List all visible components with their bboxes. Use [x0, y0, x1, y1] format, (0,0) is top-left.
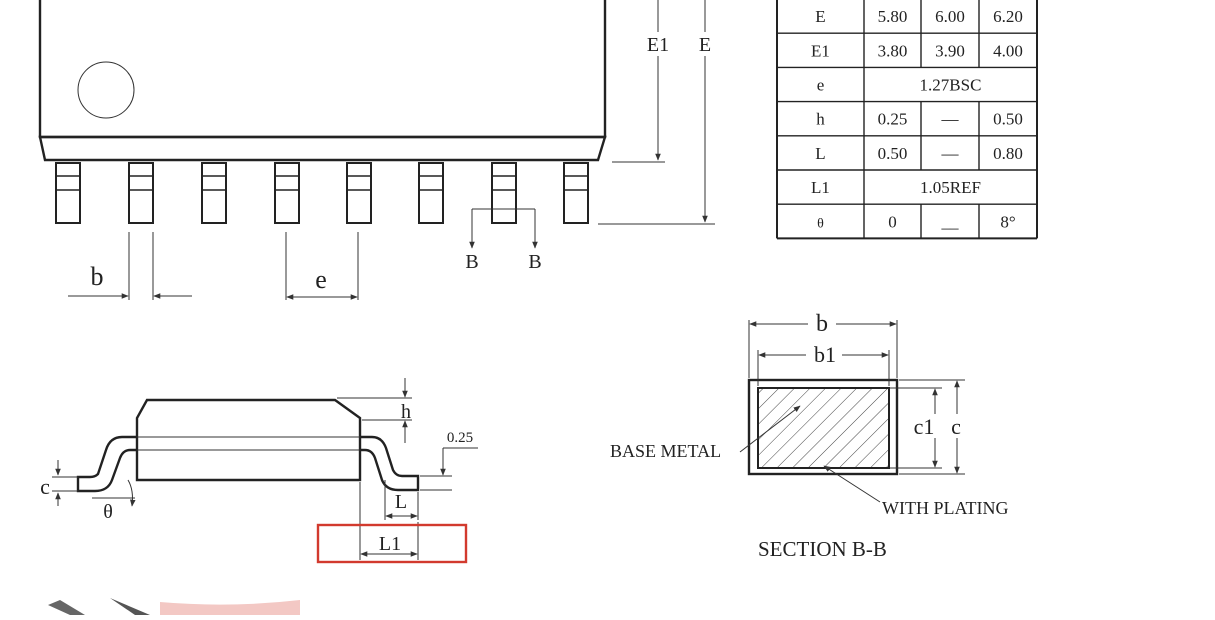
- cell-nom: 6.00: [935, 7, 965, 26]
- cell-symbol: h: [816, 110, 825, 129]
- label-theta: θ: [103, 501, 113, 523]
- label-pitch: e: [315, 265, 327, 294]
- table-row: E1 3.80 3.90 4.00: [777, 33, 1037, 69]
- cell-min: 5.80: [878, 7, 908, 26]
- label-section-c1: c1: [914, 414, 935, 439]
- pin1-marker: [77, 61, 135, 119]
- lead-6: [418, 162, 444, 224]
- cell-symbol: θ: [817, 216, 824, 231]
- label-l1: L1: [379, 533, 401, 555]
- label-section-b-left: B: [465, 251, 478, 273]
- cell-merged: 1.27BSC: [920, 76, 982, 95]
- cell-merged: 1.05REF: [920, 178, 981, 197]
- table-row: L 0.50 — 0.80: [777, 135, 1037, 171]
- lead-5: [346, 162, 372, 224]
- cell-max: 0.50: [993, 110, 1023, 129]
- lead-8: [563, 162, 589, 224]
- label-section-b: b: [816, 311, 828, 337]
- package-bevel: [38, 135, 607, 162]
- label-base-metal: BASE METAL: [610, 441, 721, 461]
- label-b: b: [91, 262, 104, 291]
- lead-7: [491, 162, 517, 224]
- cell-nom: —: [941, 144, 960, 163]
- cell-min: 0.50: [878, 144, 908, 163]
- label-e: E: [699, 34, 711, 56]
- cell-min: 0: [888, 212, 897, 231]
- right-lead: [360, 435, 420, 492]
- cell-symbol: E: [815, 7, 825, 26]
- section-title: SECTION B-B: [758, 537, 887, 561]
- section-view: b b1 c1 c BASE METAL WITH PLATING SECTIO…: [610, 310, 1008, 561]
- lead-2: [128, 162, 154, 224]
- cell-symbol: E1: [811, 41, 830, 60]
- label-h: h: [401, 401, 411, 423]
- left-lead: [76, 435, 137, 493]
- top-view: E1 E b e B B: [38, 0, 716, 300]
- cell-nom: —: [941, 110, 960, 129]
- cell-symbol: e: [817, 76, 825, 95]
- cell-max: 8°: [1000, 212, 1015, 231]
- label-c: c: [40, 474, 50, 499]
- cell-min: 3.80: [878, 41, 908, 60]
- table-row: h 0.25 — 0.50: [777, 101, 1037, 137]
- section-base-metal: [757, 387, 890, 469]
- edge-fragment: [48, 598, 300, 615]
- cell-nom: __: [941, 212, 960, 231]
- label-section-b1: b1: [814, 342, 836, 367]
- table-row: e 1.27BSC: [777, 76, 1037, 103]
- side-view: h 0.25 L L1 c θ: [40, 378, 478, 564]
- lead-4: [274, 162, 300, 224]
- leads: [55, 162, 589, 224]
- package-body: [38, 0, 607, 139]
- cell-max: 4.00: [993, 41, 1023, 60]
- label-e1: E1: [647, 34, 669, 56]
- cell-symbol: L: [815, 144, 825, 163]
- cell-nom: 3.90: [935, 41, 965, 60]
- table-row: θ 0 __ 8°: [777, 204, 1037, 240]
- label-with-plating: WITH PLATING: [882, 498, 1008, 518]
- side-body: [135, 398, 362, 482]
- label-section-b-right: B: [528, 251, 541, 273]
- cell-min: 0.25: [878, 110, 908, 129]
- table-row: L1 1.05REF: [777, 178, 1037, 205]
- label-gauge: 0.25: [447, 430, 473, 446]
- section-outer-plating: [747, 378, 899, 476]
- cell-max: 0.80: [993, 144, 1023, 163]
- label-l: L: [395, 491, 407, 513]
- table-row: E 5.80 6.00 6.20: [777, 0, 1037, 34]
- cell-symbol: L1: [811, 178, 830, 197]
- l1-highlight-box: [316, 523, 468, 564]
- lead-3: [201, 162, 227, 224]
- cell-max: 6.20: [993, 7, 1023, 26]
- label-section-c: c: [951, 414, 961, 439]
- lead-1: [55, 162, 81, 224]
